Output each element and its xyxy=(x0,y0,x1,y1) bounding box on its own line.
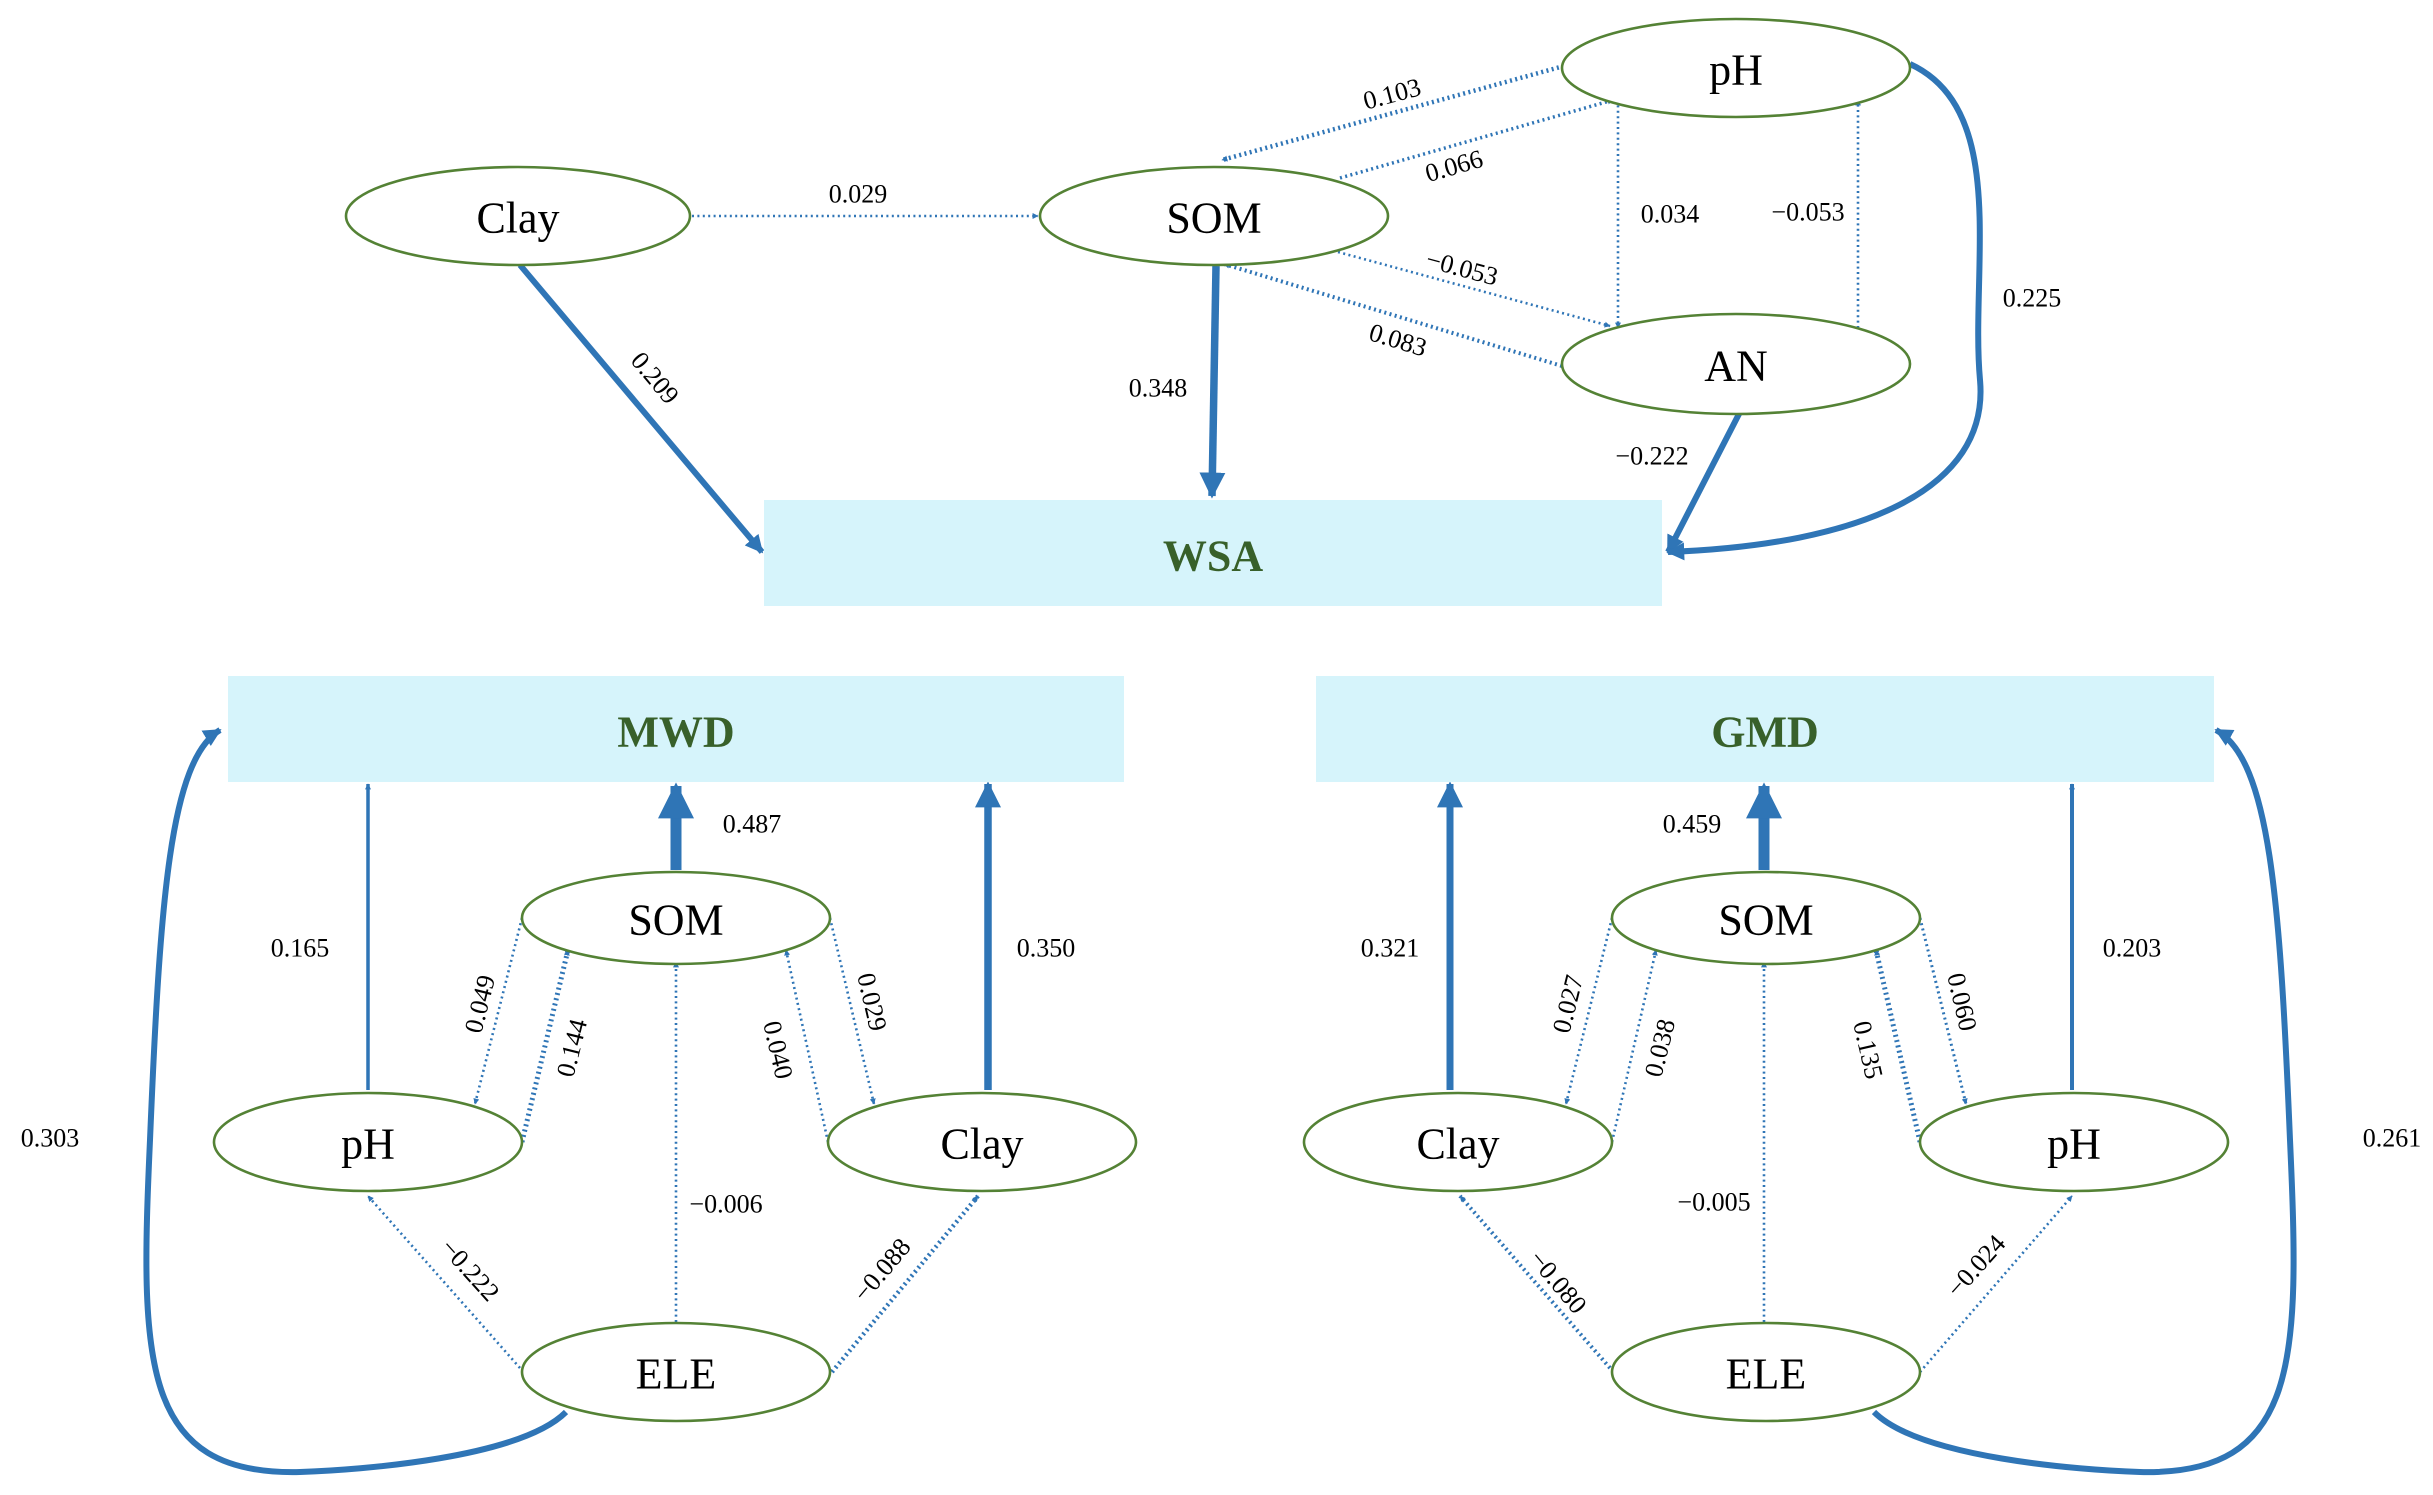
node-ele: ELE xyxy=(1610,1321,1922,1423)
gmd-arrows xyxy=(1437,727,2297,1476)
arrow-ph-to-wsa xyxy=(1666,61,1984,561)
mwd-arrows xyxy=(143,727,1001,1476)
gmd-coefficients: 0.459 0.321 0.203 0.027 0.038 0.135 0.06… xyxy=(1361,810,2422,1320)
arrow-clay-to-wsa xyxy=(517,263,765,554)
coef-som-wsa: 0.348 xyxy=(1129,374,1188,403)
node-label: AN xyxy=(1704,342,1768,391)
arrow-ph-to-som xyxy=(1873,949,1923,1143)
outcome-label: GMD xyxy=(1711,708,1819,757)
node-label: Clay xyxy=(476,194,559,243)
wsa-arrows xyxy=(517,61,1984,561)
node-label: Clay xyxy=(940,1120,1023,1169)
coef-ph-wsa: 0.225 xyxy=(2003,284,2062,313)
coef-an-ph: −0.053 xyxy=(1771,198,1844,227)
node-ph: pH xyxy=(212,1091,524,1193)
arrow-ele-to-clay xyxy=(1458,1194,1612,1370)
coef-clay-gmd: 0.321 xyxy=(1361,934,1420,963)
coef-ph-an: 0.034 xyxy=(1641,200,1700,229)
node-label: ELE xyxy=(1726,1350,1807,1399)
node-label: pH xyxy=(2047,1120,2101,1169)
coef-clay-som: 0.029 xyxy=(829,180,888,209)
outcome-gmd: GMD xyxy=(1316,676,2214,782)
coef-ele-gmd: 0.261 xyxy=(2363,1124,2422,1153)
outcome-label: WSA xyxy=(1163,532,1263,581)
node-label: SOM xyxy=(1718,896,1813,945)
coef-ph-mwd: 0.165 xyxy=(271,934,330,963)
arrow-ele-to-clay xyxy=(830,1194,980,1374)
wsa-panel: 0.029 0.209 0.348 0.103 0.066 0.034 −0.0… xyxy=(344,17,2061,606)
arrow-ele-to-ph xyxy=(1919,1195,2073,1373)
coef-ele-som: −0.005 xyxy=(1677,1188,1750,1217)
mwd-coefficients: 0.487 0.165 0.350 0.049 0.144 0.040 0.02… xyxy=(21,810,1076,1308)
arrow-clay-to-som xyxy=(1610,949,1658,1143)
coef-clay-som: 0.040 xyxy=(757,1018,798,1082)
arrow-ele-to-ph xyxy=(367,1195,521,1369)
node-som: SOM xyxy=(520,870,832,966)
coef-som-ph: 0.066 xyxy=(1422,144,1486,188)
outcome-mwd: MWD xyxy=(228,676,1124,782)
coef-an-wsa: −0.222 xyxy=(1615,442,1688,471)
coef-som-gmd: 0.459 xyxy=(1663,810,1722,839)
node-label: Clay xyxy=(1416,1120,1499,1169)
node-som: SOM xyxy=(1610,870,1922,966)
node-clay: Clay xyxy=(344,165,692,267)
node-label: SOM xyxy=(1166,194,1261,243)
arrow-som-to-wsa xyxy=(1199,265,1226,499)
node-an: AN xyxy=(1560,312,1912,416)
mwd-panel: 0.487 0.165 0.350 0.049 0.144 0.040 0.02… xyxy=(21,676,1138,1476)
outcome-wsa: WSA xyxy=(764,500,1662,606)
node-label: pH xyxy=(341,1120,395,1169)
coef-ele-ph: −0.222 xyxy=(435,1233,506,1307)
coef-ph-som: 0.135 xyxy=(1847,1018,1888,1082)
coef-clay-mwd: 0.350 xyxy=(1017,934,1076,963)
coef-som-clay: 0.029 xyxy=(851,970,892,1034)
coef-som-clay: 0.027 xyxy=(1547,972,1589,1036)
coef-ele-clay: −0.088 xyxy=(847,1233,916,1308)
arrow-som-to-an xyxy=(1337,250,1611,328)
outcome-label: MWD xyxy=(617,708,734,757)
node-clay: Clay xyxy=(826,1091,1138,1193)
node-label: ELE xyxy=(636,1350,717,1399)
coef-som-mwd: 0.487 xyxy=(723,810,782,839)
arrow-som-to-ph xyxy=(1339,98,1614,180)
node-som: SOM xyxy=(1038,165,1390,267)
arrow-ele-to-gmd xyxy=(1871,727,2297,1476)
coef-som-ph: 0.049 xyxy=(459,972,501,1036)
coef-ph-som: 0.103 xyxy=(1360,72,1424,115)
node-ph: pH xyxy=(1560,17,1912,119)
node-label: pH xyxy=(1709,46,1763,95)
coef-ele-ph: −0.024 xyxy=(1941,1229,2012,1303)
wsa-coefficients: 0.029 0.209 0.348 0.103 0.066 0.034 −0.0… xyxy=(625,72,2061,470)
coef-clay-som: 0.038 xyxy=(1639,1016,1681,1080)
arrow-ele-to-mwd xyxy=(143,727,569,1476)
coef-ele-mwd: 0.303 xyxy=(21,1124,80,1153)
node-ele: ELE xyxy=(520,1321,832,1423)
node-ph: pH xyxy=(1918,1091,2230,1193)
coef-som-an: −0.053 xyxy=(1423,245,1501,292)
coef-ph-gmd: 0.203 xyxy=(2103,934,2162,963)
gmd-panel: 0.459 0.321 0.203 0.027 0.038 0.135 0.06… xyxy=(1302,676,2422,1476)
arrow-ph-to-som xyxy=(519,949,571,1143)
arrow-clay-to-som xyxy=(784,949,830,1143)
coef-ele-som: −0.006 xyxy=(689,1190,762,1219)
node-clay: Clay xyxy=(1302,1091,1614,1193)
arrow-an-to-wsa xyxy=(1665,410,1743,554)
node-label: SOM xyxy=(628,896,723,945)
coef-ph-som: 0.144 xyxy=(551,1016,593,1080)
